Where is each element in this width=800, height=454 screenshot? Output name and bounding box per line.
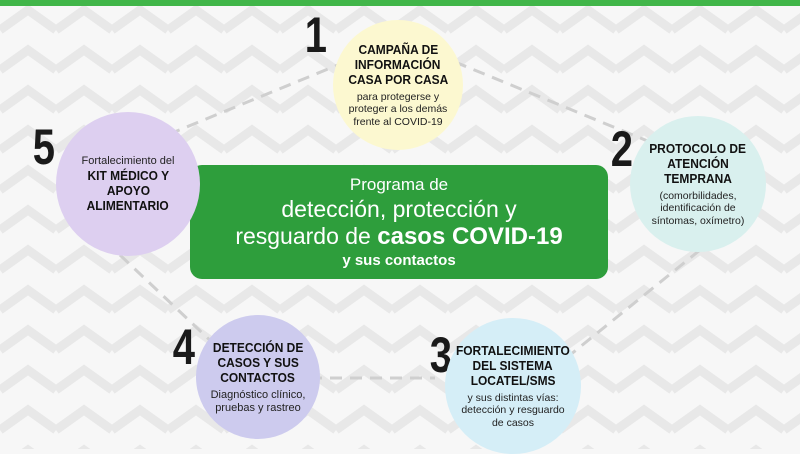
step-3-desc: y sus distintas vías: detección y resgua… [461,392,564,430]
center-program-box: Programa de detección, protección y resg… [190,165,608,279]
top-border [0,0,800,6]
step-1-title-3: CASA POR CASA [348,71,448,87]
step-1-title-2: INFORMACIÓN [355,56,441,72]
step-4-desc-2: pruebas y rastreo [215,401,301,414]
step-4-desc: Diagnóstico clínico, pruebas y rastreo [211,389,306,415]
step-1-circle: CAMPAÑA DE INFORMACIÓN CASA POR CASA par… [333,20,463,150]
step-3-title-2: DEL SISTEMA [472,357,554,373]
step-5-title-3: ALIMENTARIO [86,198,170,213]
step-2-desc-2: identificación de [660,202,736,215]
step-2-title-2: ATENCIÓN TEMPRANA [664,155,732,186]
step-3-title-3: LOCATEL/SMS [470,372,556,388]
step-1-desc-2: proteger a los demás [348,103,448,116]
step-3-desc-2: detección y resguardo [461,404,565,417]
step-2-title-1: PROTOCOLO DE [649,140,747,156]
step-5-number: 5 [32,119,56,175]
step-3-title-1: FORTALECIMIENTO [456,342,570,358]
step-1-desc-1: para protegerse y [356,90,440,103]
connector-1-2 [454,60,651,144]
center-line-3-pre: resguardo de [235,223,378,249]
center-line-2: detección, protección y [281,196,517,222]
step-1-number: 1 [304,7,328,63]
step-4-number: 4 [172,319,196,375]
step-4-title-1: DETECCIÓN DE [212,339,304,355]
step-4-title-2: CASOS Y SUS [217,354,299,370]
step-5-pre: Fortalecimiento del [81,155,175,167]
step-4-circle: DETECCIÓN DE CASOS Y SUS CONTACTOS Diagn… [196,315,320,439]
step-2-desc: (comorbilidades, identificación de sínto… [652,190,745,228]
step-5-title-1: KIT MÉDICO Y [87,168,169,183]
step-1-title-1: CAMPAÑA DE [358,41,438,57]
center-line-4: y sus contactos [342,252,456,269]
center-line-3-bold: casos COVID-19 [377,223,563,250]
step-1-desc: para protegerse y proteger a los demás f… [349,91,448,129]
step-4-desc-1: Diagnóstico clínico, [210,388,306,401]
connector-2-3 [569,248,701,357]
step-3-desc-1: y sus distintas vías: [467,391,559,404]
step-2-circle: PROTOCOLO DE ATENCIÓN TEMPRANA (comorbil… [630,116,766,252]
center-line-3: resguardo de casos COVID-19 [190,222,608,251]
connector-5-1 [149,60,346,144]
step-2-desc-1: (comorbilidades, [659,189,737,202]
step-4-title-3: CONTACTOS [220,369,296,385]
step-3-desc-3: de casos [491,416,534,429]
center-line-1: Programa de [349,175,449,194]
step-1-desc-3: frente al COVID-19 [353,115,443,128]
step-2-number: 2 [610,121,634,177]
step-2-desc-3: síntomas, oxímetro) [651,214,745,227]
step-5-title-2: APOYO [106,183,150,198]
connector-5-4 [118,253,217,347]
step-3-circle: FORTALECIMIENTO DEL SISTEMA LOCATEL/SMS … [445,318,581,454]
step-5-circle: Fortalecimiento del KIT MÉDICO Y APOYO A… [56,112,200,256]
